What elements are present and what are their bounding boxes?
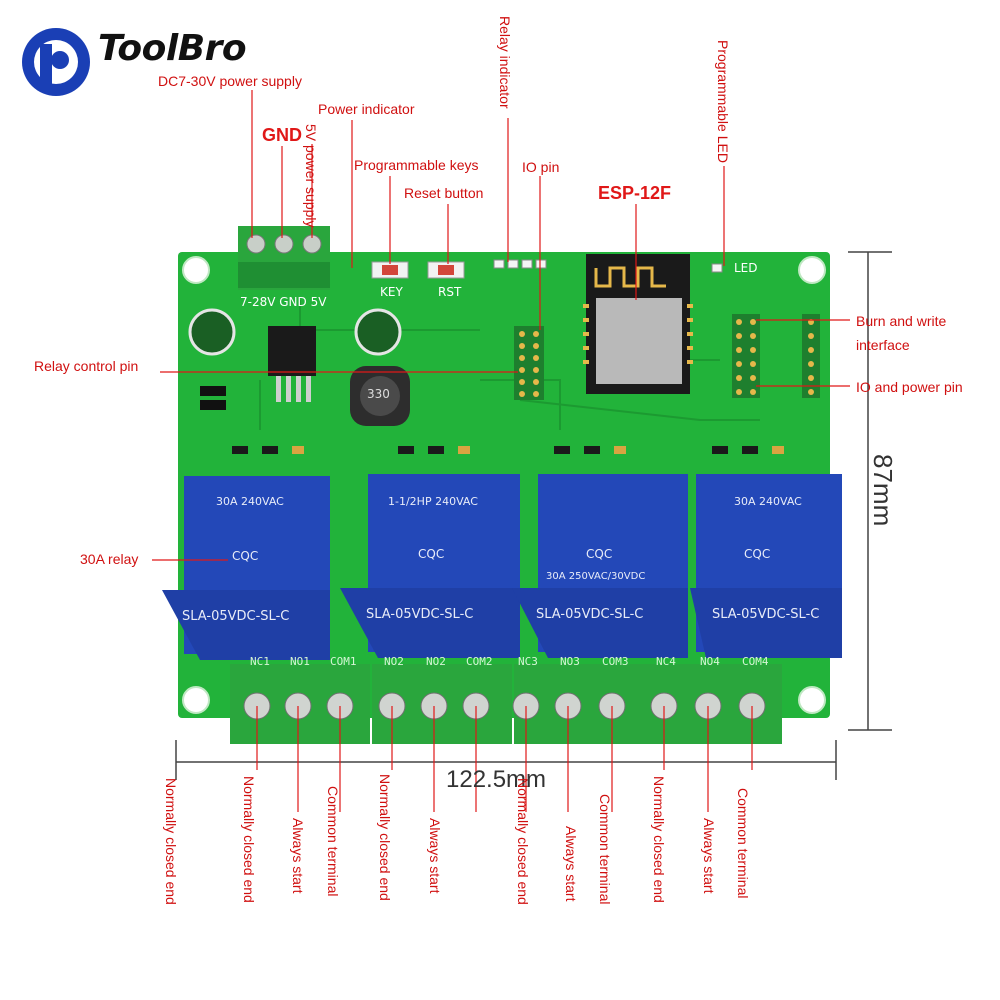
pin-label: NO2 xyxy=(384,655,404,668)
relay-1-rating: 30A 240VAC xyxy=(216,495,284,508)
callout-reset-button: Reset button xyxy=(404,185,484,201)
pin-label: COM1 xyxy=(330,655,357,668)
callout-burn-write-1: Burn and write xyxy=(856,313,947,329)
relay-4 xyxy=(690,474,842,658)
relay-4-model: SLA-05VDC-SL-C xyxy=(712,607,820,622)
relay-3 xyxy=(512,474,688,658)
pin-label: NC3 xyxy=(518,655,538,668)
relay-2-mark: CQC xyxy=(418,547,445,561)
callout-io-power-pin: IO and power pin xyxy=(856,379,963,395)
bottom-label: Normally closed end xyxy=(377,774,393,901)
callout-io-pin: IO pin xyxy=(522,159,560,175)
voltage-regulator xyxy=(268,326,316,376)
pin-label: NO3 xyxy=(560,655,580,668)
bottom-label: Always start xyxy=(701,818,717,894)
bottom-label: Common terminal xyxy=(735,788,751,899)
mount-hole xyxy=(182,686,210,714)
pin-label: NC1 xyxy=(250,655,270,668)
io-power-pin-header xyxy=(732,314,760,398)
pin-label: NC4 xyxy=(656,655,676,668)
relay-4-mark: CQC xyxy=(744,547,771,561)
io-pin-header xyxy=(514,326,544,400)
bottom-label: Common terminal xyxy=(325,786,341,897)
bottom-label: Always start xyxy=(563,826,579,902)
relay-2-rating: 1-1/2HP 240VAC xyxy=(388,495,478,508)
callout-power-indicator: Power indicator xyxy=(318,101,415,117)
relay-3-model: SLA-05VDC-SL-C xyxy=(536,607,644,622)
relay-1 xyxy=(162,476,330,660)
bottom-label: Normally closed end xyxy=(515,778,531,905)
relay-2 xyxy=(340,474,520,658)
bottom-label: Always start xyxy=(290,818,306,894)
callout-burn-write-2: interface xyxy=(856,337,910,353)
pin-label: NO2 xyxy=(426,655,446,668)
dimension-height: 87mm xyxy=(868,454,898,527)
pin-label: COM3 xyxy=(602,655,629,668)
rst-silkscreen: RST xyxy=(438,285,462,299)
mount-hole xyxy=(182,256,210,284)
pin-label: NO1 xyxy=(290,655,310,668)
callout-30a-relay: 30A relay xyxy=(80,551,139,567)
callout-relay-indicator: Relay indicator xyxy=(497,16,513,109)
relay-1-mark: CQC xyxy=(232,549,259,563)
pin-label: COM2 xyxy=(466,655,493,668)
mount-hole xyxy=(798,256,826,284)
inductor-marking: 330 xyxy=(367,387,390,401)
relay-2-model: SLA-05VDC-SL-C xyxy=(366,607,474,622)
callout-5v-power-supply: 5V power supply xyxy=(303,124,319,228)
relay-1-model: SLA-05VDC-SL-C xyxy=(182,609,290,624)
callout-esp: ESP-12F xyxy=(598,183,672,203)
bottom-label: Normally closed end xyxy=(163,778,179,905)
bottom-label: Normally closed end xyxy=(241,776,257,903)
mount-hole xyxy=(798,686,826,714)
capacitor xyxy=(354,308,402,356)
pin-label: NO4 xyxy=(700,655,720,668)
relay-3-mark: CQC xyxy=(586,547,613,561)
dimension-width: 122.5mm xyxy=(446,766,547,793)
capacitor xyxy=(188,308,236,356)
bottom-label: Always start xyxy=(427,818,443,894)
relay-3-rating: 30A 250VAC/30VDC xyxy=(546,571,646,582)
callout-gnd: GND xyxy=(262,125,302,145)
led-silkscreen: LED xyxy=(734,261,758,275)
pin-label: COM4 xyxy=(742,655,769,668)
callout-relay-control-pin: Relay control pin xyxy=(34,358,139,374)
bottom-label: Normally closed end xyxy=(651,776,667,903)
key-silkscreen: KEY xyxy=(380,285,403,299)
terminal-silkscreen: 7-28V GND 5V xyxy=(240,295,327,309)
bottom-label: Common terminal xyxy=(597,794,613,905)
burn-write-header xyxy=(802,314,820,398)
brand-logo-icon xyxy=(22,28,90,96)
callout-programmable-led: Programmable LED xyxy=(715,40,731,163)
brand-name: ToolBro xyxy=(98,28,247,69)
callout-power-supply: DC7-30V power supply xyxy=(158,73,302,89)
relay-4-rating: 30A 240VAC xyxy=(734,495,802,508)
callout-programmable-keys: Programmable keys xyxy=(354,157,479,173)
